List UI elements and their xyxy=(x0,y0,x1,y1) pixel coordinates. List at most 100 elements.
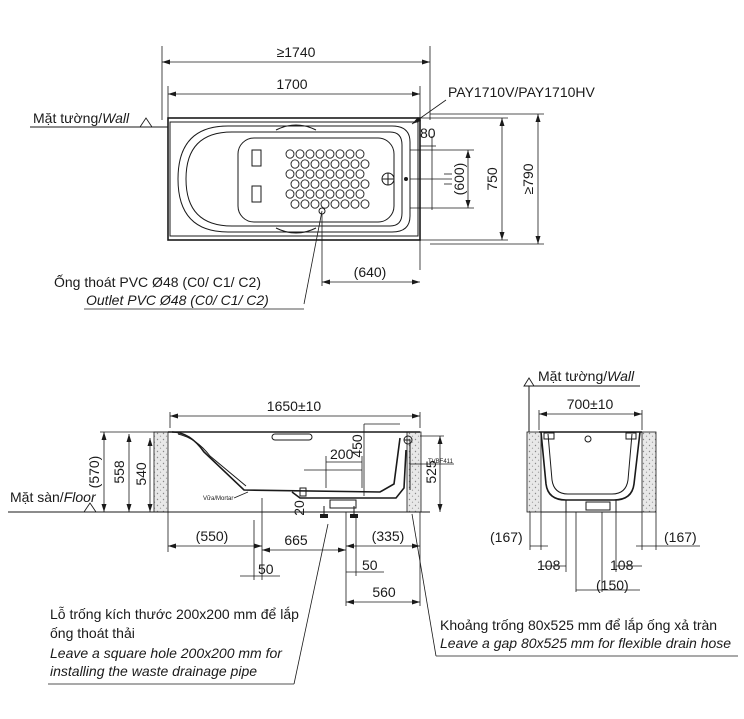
anti-slip-dot xyxy=(345,189,355,199)
overflow-end-icon xyxy=(584,435,592,443)
dim-525: 525 xyxy=(420,435,444,512)
anti-slip-dot xyxy=(330,199,340,209)
anti-slip-dot xyxy=(335,169,345,179)
dim-50a: 50 xyxy=(240,520,280,580)
dim-167a-label: (167) xyxy=(490,529,523,545)
end-feet xyxy=(565,500,617,512)
dim-167b-label: (167) xyxy=(664,529,697,545)
anti-slip-dot xyxy=(325,169,335,179)
floor-marker: Mặt sàn/Floor xyxy=(8,489,430,513)
dim-50b: 50 xyxy=(346,518,384,576)
dim-525-label: 525 xyxy=(423,460,439,484)
anti-slip-dot xyxy=(330,159,340,169)
dim-665: 665 xyxy=(262,532,346,553)
anti-slip-dot xyxy=(290,179,300,189)
wall-marker-end: Mặt tường/Wall xyxy=(523,368,640,432)
anti-slip-dot xyxy=(340,179,350,189)
anti-slip-dot xyxy=(360,199,370,209)
note-hole-en-2: installing the waste drainage pipe xyxy=(50,663,257,679)
dim-80-label: 80 xyxy=(420,125,436,141)
dim-150: (150) xyxy=(575,512,640,593)
wall-label-top: Mặt tường/Wall xyxy=(33,110,130,126)
anti-slip-dot xyxy=(355,189,365,199)
anti-slip-dot xyxy=(285,169,295,179)
headrest-pad xyxy=(251,149,262,167)
anti-slip-dot xyxy=(355,149,365,159)
note-hole-vi-1: Lỗ trống kích thước 200x200 mm để lắp xyxy=(50,606,299,622)
anti-slip-dot xyxy=(350,159,360,169)
dim-790-label: ≥790 xyxy=(520,163,536,194)
wall-label-end: Mặt tường/Wall xyxy=(538,368,635,384)
anti-slip-dot xyxy=(295,189,305,199)
inner-basin xyxy=(177,125,411,233)
dim-450: 450 xyxy=(349,423,400,496)
dim-540: 540 xyxy=(133,438,153,512)
dim-20-label: 20 xyxy=(291,500,307,516)
end-view: Mặt tường/Wall 700±10 xyxy=(490,368,700,593)
side-view: 1650±10 Mặt sàn/Floor Vữa/Mortar xyxy=(8,398,738,685)
anti-slip-dot xyxy=(300,179,310,189)
outlet-label-vi: Ống thoát PVC Ø48 (C0/ C1/ C2) xyxy=(54,273,261,290)
anti-slip-dot xyxy=(355,169,365,179)
dim-108a-label: 108 xyxy=(537,557,561,573)
concrete-wall-right-end xyxy=(641,431,657,513)
anti-slip-dot xyxy=(315,169,325,179)
dim-50a-label: 50 xyxy=(258,561,274,577)
dim-167a: (167) xyxy=(490,512,548,550)
anti-slip-dot xyxy=(325,149,335,159)
notes: Lỗ trống kích thước 200x200 mm để lắp ốn… xyxy=(48,606,731,685)
drain-pipe xyxy=(291,449,407,499)
anti-slip-dot xyxy=(285,149,295,159)
anti-slip-dot xyxy=(320,199,330,209)
grip-handle-side xyxy=(271,433,313,441)
anti-slip-dot xyxy=(295,149,305,159)
dim-335-label: (335) xyxy=(372,528,405,544)
dim-80: 80 xyxy=(419,118,436,270)
dim-108b: 108 xyxy=(610,512,642,573)
model-label: PAY1710V/PAY1710HV xyxy=(448,84,595,100)
anti-slip-dot xyxy=(300,199,310,209)
tub-feet xyxy=(299,487,358,518)
dim-1650: 1650±10 xyxy=(169,398,421,428)
anti-slip-dot xyxy=(340,159,350,169)
dim-558: 558 xyxy=(111,434,132,512)
dim-700: 700±10 xyxy=(538,396,643,430)
dim-570-label: (570) xyxy=(86,456,102,489)
overflow-icon xyxy=(403,435,413,445)
anti-slip-dot xyxy=(345,169,355,179)
dim-167b: (167) xyxy=(636,512,700,550)
drain-icon xyxy=(381,172,395,186)
grip-handle-bottom xyxy=(275,227,317,234)
concrete-wall-left xyxy=(153,431,169,513)
dim-108a: 108 xyxy=(537,512,567,573)
tub-body-end xyxy=(540,431,641,501)
model-small-label: TVBF411 xyxy=(428,459,454,465)
trap xyxy=(329,499,357,509)
anti-slip-dot xyxy=(350,179,360,189)
dim-560-label: 560 xyxy=(372,584,396,600)
note-gap-vi: Khoảng trống 80x525 mm để lắp ống xả trà… xyxy=(440,617,717,633)
anti-slip-dot xyxy=(310,179,320,189)
dim-200-label: 200 xyxy=(330,446,354,462)
anti-slip-dot xyxy=(290,199,300,209)
note-gap-en: Leave a gap 80x525 mm for flexible drain… xyxy=(440,635,731,651)
anti-slip-dot xyxy=(360,179,370,189)
anti-slip-dot xyxy=(295,169,305,179)
dim-108b-label: 108 xyxy=(610,557,634,573)
anti-slip-dot xyxy=(320,159,330,169)
dim-560: 560 xyxy=(346,584,420,605)
anti-slip-dot xyxy=(320,179,330,189)
dim-540-label: 540 xyxy=(133,462,149,486)
anti-slip-dot xyxy=(315,149,325,159)
note-hole-en-1: Leave a square hole 200x200 mm for xyxy=(50,645,283,661)
anti-slip-dots xyxy=(285,149,370,209)
anti-slip-dot xyxy=(310,159,320,169)
dim-overall-length-label: ≥1740 xyxy=(277,44,316,60)
grip-handle-top xyxy=(275,124,317,131)
dim-1650-label: 1650±10 xyxy=(267,398,322,414)
anti-slip-dot xyxy=(360,159,370,169)
headrest-pad xyxy=(251,185,262,203)
outlet-label-en: Outlet PVC Ø48 (C0/ C1/ C2) xyxy=(86,292,269,308)
dim-50b-label: 50 xyxy=(362,557,378,573)
